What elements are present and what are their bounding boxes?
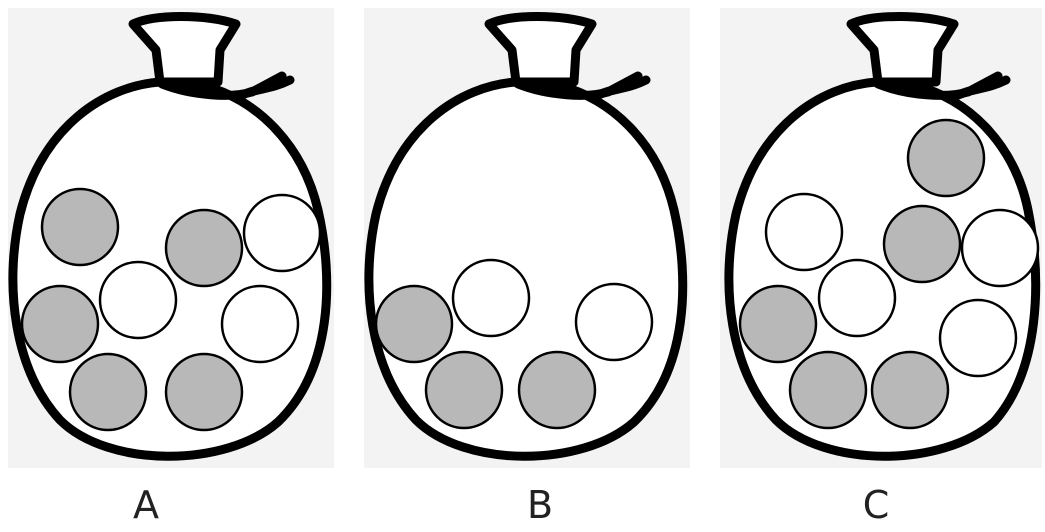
bag-b-white-ball	[576, 284, 652, 360]
bag-a-label: A	[133, 483, 159, 527]
bag-c-grey-ball	[790, 352, 866, 428]
bag-b-label: B	[527, 483, 553, 527]
bag-c-white-ball	[962, 210, 1038, 286]
bag-a-white-ball	[244, 195, 320, 271]
bag-c-label: C	[863, 483, 890, 527]
bag-a-white-ball	[222, 286, 298, 362]
bag-a-grey-ball	[42, 189, 118, 265]
bag-c-grey-ball	[884, 206, 960, 282]
bag-c: C	[720, 8, 1042, 527]
bag-b-white-ball	[453, 260, 529, 336]
bag-c-grey-ball	[740, 286, 816, 362]
bag-b-grey-ball	[426, 352, 502, 428]
bag-c-white-ball	[940, 300, 1016, 376]
bag-c-grey-ball	[908, 120, 984, 196]
bag-b-grey-ball	[519, 352, 595, 428]
bag-c-white-ball	[766, 194, 842, 270]
bag-c-white-ball	[819, 260, 895, 336]
bag-b-grey-ball	[376, 286, 452, 362]
bag-a-grey-ball	[166, 210, 242, 286]
bag-a-grey-ball	[166, 354, 242, 430]
bag-c-grey-ball	[872, 352, 948, 428]
bag-a-white-ball	[100, 262, 176, 338]
bag-a: A	[8, 8, 334, 527]
bag-b: B	[364, 8, 690, 527]
bag-a-grey-ball	[22, 286, 98, 362]
bag-a-grey-ball	[70, 354, 146, 430]
